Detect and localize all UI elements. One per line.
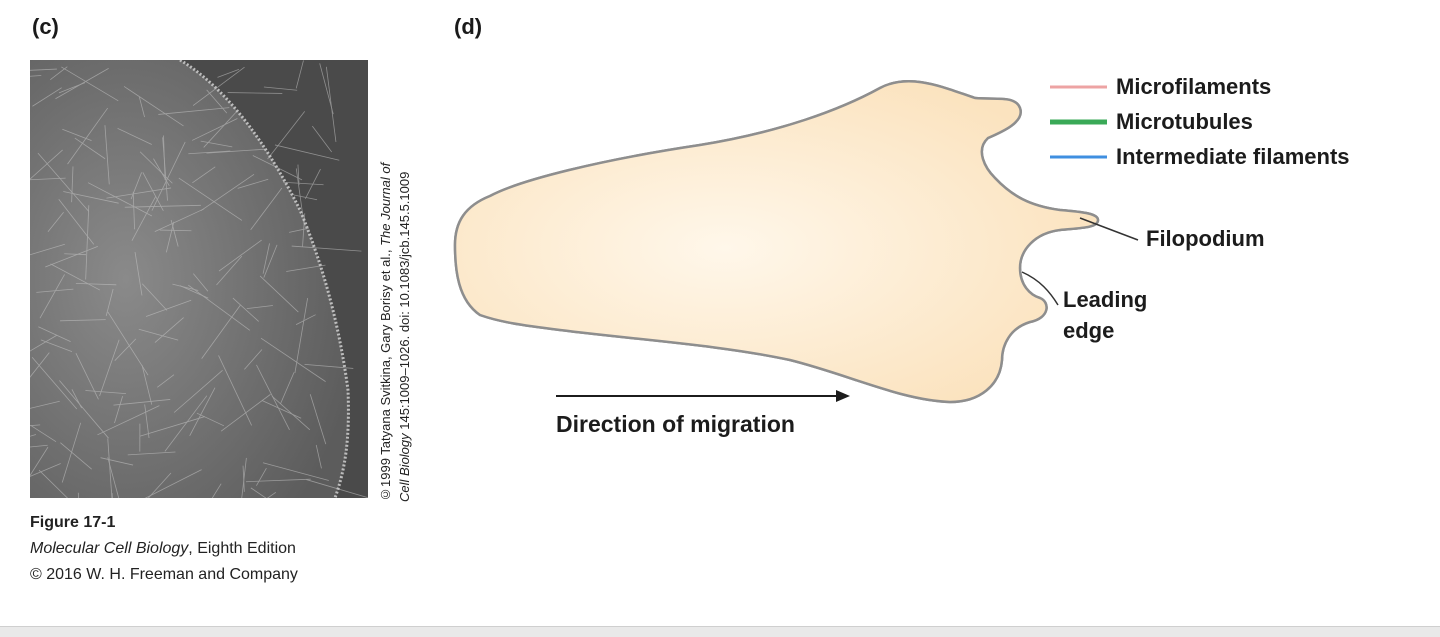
actin-filament — [1039, 315, 1044, 374]
leading-edge-label-line2: edge — [1063, 318, 1114, 343]
bottom-divider — [0, 626, 1440, 637]
actin-filament — [1048, 67, 1053, 112]
actin-filament — [1017, 392, 1080, 425]
actin-filament — [1016, 119, 1048, 180]
filopodium-leader-line — [1080, 218, 1138, 240]
actin-filament — [1027, 139, 1046, 189]
actin-filament — [1042, 235, 1082, 275]
actin-filament — [1063, 240, 1087, 286]
actin-filament — [998, 134, 1036, 143]
actin-filament — [1059, 361, 1085, 376]
legend-item-microfilaments: Microfilaments — [1050, 74, 1271, 99]
legend-label-microfilaments: Microfilaments — [1116, 74, 1271, 99]
legend-label-microtubules: Microtubules — [1116, 109, 1253, 134]
leading-edge-label-line1: Leading — [1063, 287, 1147, 312]
legend: Microfilaments Microtubules Intermediate… — [1050, 74, 1350, 169]
legend-label-intermediate-filaments: Intermediate filaments — [1116, 144, 1350, 169]
direction-of-migration-label: Direction of migration — [556, 411, 795, 437]
actin-filament — [1025, 347, 1037, 424]
actin-filament — [965, 65, 978, 98]
legend-item-microtubules: Microtubules — [1050, 109, 1253, 134]
migration-arrowhead — [836, 390, 850, 402]
actin-filament — [993, 377, 1033, 389]
actin-filament — [1041, 85, 1050, 120]
actin-filament — [1076, 91, 1081, 145]
actin-filament — [1032, 340, 1044, 424]
actin-filament — [1024, 80, 1038, 123]
actin-filament — [1034, 105, 1062, 118]
actin-filament — [1054, 94, 1066, 134]
legend-item-intermediate-filaments: Intermediate filaments — [1050, 144, 1350, 169]
actin-filament — [1022, 353, 1036, 380]
filopodium-label: Filopodium — [1146, 226, 1265, 251]
